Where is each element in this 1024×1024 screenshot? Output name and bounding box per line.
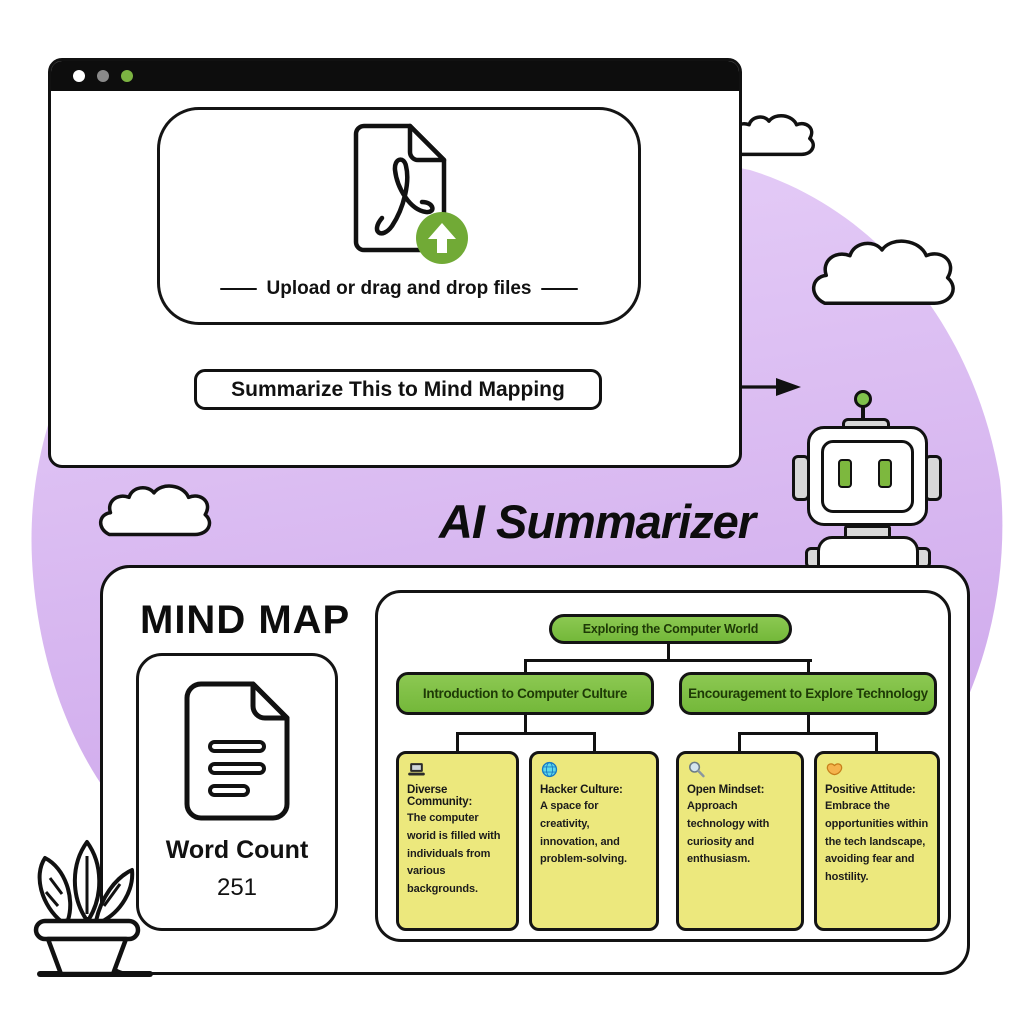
summarize-button[interactable]: Summarize This to Mind Mapping: [194, 369, 602, 410]
leaf-title: Diverse Community:: [407, 784, 473, 808]
laptop-icon: [408, 763, 425, 776]
mindmap-leaf-card: Hacker Culture: A space for creativity, …: [529, 751, 659, 931]
mindmap-tree-card: Exploring the Computer World Introductio…: [375, 590, 951, 942]
leaf-body: The computer worid is filled with indivi…: [407, 812, 501, 896]
word-count-label: Word Count: [165, 836, 309, 864]
connector: [593, 732, 596, 751]
mindmap-root-node: Exploring the Computer World: [549, 614, 792, 644]
mindmap-panel: MIND MAP Word Count 251 Exploring the Co…: [100, 565, 970, 975]
connector: [738, 732, 878, 735]
panel-heading: MIND MAP: [140, 598, 351, 642]
robot-eye: [838, 459, 852, 488]
orange-heart-icon: [826, 763, 843, 776]
leaf-body: Embrace the opportunities within the tec…: [825, 800, 929, 884]
word-count-value: 251: [216, 874, 258, 901]
globe-icon: [541, 761, 558, 778]
connector: [807, 715, 810, 735]
browser-window: Upload or drag and drop files Summarize …: [48, 58, 742, 468]
window-dot-green[interactable]: [121, 70, 133, 82]
summarize-button-label: Summarize This to Mind Mapping: [231, 377, 565, 401]
document-icon: [184, 681, 290, 821]
mindmap-leaf-card: Open Mindset: Approach technology with c…: [676, 751, 804, 931]
window-titlebar: [51, 61, 739, 91]
connector: [524, 715, 527, 735]
mindmap-branch-node: Encouragement to Explore Technology: [679, 672, 937, 715]
upload-arrow-icon: [416, 212, 468, 264]
caption-dash: [219, 287, 257, 291]
robot-antenna-stem: [861, 407, 865, 421]
connector: [456, 732, 459, 751]
connector: [456, 732, 596, 735]
potted-plant-icon: [33, 840, 153, 977]
cloud-icon: [90, 482, 218, 546]
connector: [807, 659, 810, 673]
robot-eye: [878, 459, 892, 488]
leaf-body: Approach technology with curiosity and e…: [687, 800, 770, 866]
connector: [524, 659, 527, 673]
window-dot-white[interactable]: [73, 70, 85, 82]
mindmap-branch-node: Introduction to Computer Culture: [396, 672, 654, 715]
upload-label: Upload or drag and drop files: [266, 278, 532, 299]
caption-dash: [541, 287, 579, 291]
pdf-upload-icon: [353, 123, 447, 253]
leaf-title: Hacker Culture:: [540, 784, 623, 796]
mindmap-leaf-card: Positive Attitude: Embrace the opportuni…: [814, 751, 940, 931]
robot-face: [821, 440, 914, 513]
magnifier-icon: [689, 761, 705, 778]
connector: [875, 732, 878, 751]
connector: [524, 659, 812, 662]
connector: [738, 732, 741, 751]
connector: [667, 644, 670, 660]
leaf-body: A space for creativity, innovation, and …: [540, 800, 628, 866]
mindmap-leaf-card: Diverse Community: The computer worid is…: [396, 751, 519, 931]
hero-title: AI Summarizer: [438, 495, 756, 548]
word-count-card: Word Count 251: [136, 653, 338, 931]
leaf-title: Open Mindset:: [687, 784, 765, 796]
robot-antenna-ball: [854, 390, 872, 408]
cloud-icon: [798, 236, 966, 318]
window-dot-gray[interactable]: [97, 70, 109, 82]
leaf-title: Positive Attitude:: [825, 784, 916, 796]
upload-dropzone[interactable]: Upload or drag and drop files: [157, 107, 641, 325]
